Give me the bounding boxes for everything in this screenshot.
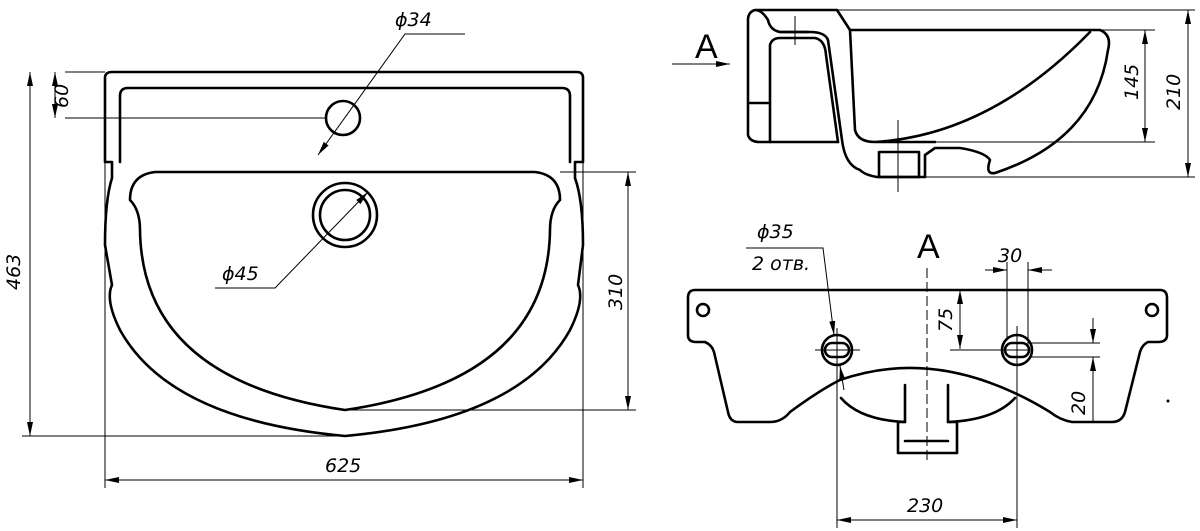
bowl-outline — [128, 170, 562, 412]
dim-drain-diameter: ϕ45 — [222, 263, 259, 285]
front-view: A 230 75 30 20 ϕ35 2 отв. — [686, 221, 1170, 528]
dim-slot-width: 30 — [998, 245, 1022, 267]
dim-bowl-height: 145 — [1121, 64, 1143, 100]
dim-bowl-depth: 310 — [605, 274, 627, 310]
drain-inner — [318, 188, 372, 242]
dim-slot-height: 20 — [1068, 391, 1090, 415]
top-view: 60 463 310 625 ϕ34 ϕ45 — [3, 9, 636, 488]
dim-overall-height: 210 — [1163, 74, 1185, 110]
side-view: A 145 210 — [672, 8, 1195, 192]
side-outline — [746, 8, 1111, 179]
dim-tap-offset: 60 — [51, 84, 73, 108]
dim-hole-spacing: 230 — [907, 495, 943, 517]
dim-overall-depth: 463 — [3, 254, 25, 290]
mount-hole-count: 2 отв. — [752, 253, 810, 275]
tap-hole — [324, 99, 362, 137]
front-outline — [686, 288, 1169, 424]
basin-outline — [103, 70, 585, 438]
dim-overall-width: 625 — [325, 455, 361, 477]
dim-mount-hole-diameter: ϕ35 — [757, 221, 794, 243]
view-label-a: A — [917, 228, 940, 266]
section-label-a: A — [695, 28, 718, 66]
drain-outer — [311, 181, 379, 249]
back-ledge — [118, 86, 572, 164]
dim-hole-height: 75 — [935, 308, 957, 332]
dim-tap-diameter: ϕ34 — [395, 9, 432, 31]
